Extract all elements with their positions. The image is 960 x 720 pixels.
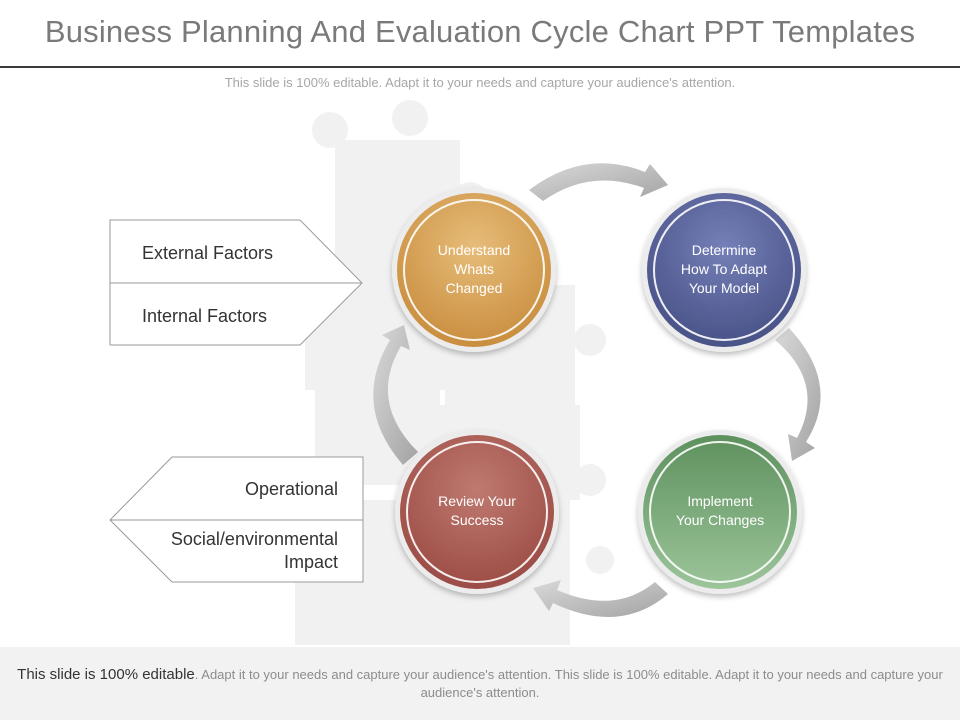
social-environmental-label: Social/environmental Impact — [171, 528, 338, 574]
page-subtitle: This slide is 100% editable. Adapt it to… — [224, 75, 736, 90]
arrow-left — [373, 325, 418, 465]
operational-label: Operational — [244, 479, 338, 499]
step-text-line: Your Model — [688, 280, 760, 296]
page-title: Business Planning And Evaluation Cycle C… — [44, 14, 916, 49]
social-environmental-line-2: Impact — [283, 552, 338, 572]
step-text-line: How To Adapt — [680, 261, 768, 277]
step-text-line: Determine — [691, 242, 757, 258]
step-circle-review — [395, 430, 559, 594]
internal-factors-label: Internal Factors — [142, 306, 268, 326]
step-circle-implement — [638, 430, 802, 594]
cycle-arrows — [373, 163, 821, 618]
footer-text: This slide is 100% editable. Adapt it to… — [10, 666, 950, 702]
step-text-review: Review Your Success — [422, 492, 532, 530]
step-text-line: Review Your — [438, 493, 516, 509]
step-text-line: Understand — [437, 242, 511, 258]
arrow-bottom — [533, 580, 668, 618]
step-text-understand: Understand Whats Changed — [419, 241, 529, 298]
step-text-line: Success — [450, 512, 504, 528]
title-divider — [0, 66, 960, 68]
step-text-line: Your Changes — [675, 512, 765, 528]
step-text-line: Changed — [445, 280, 503, 296]
step-text-implement: Implement Your Changes — [665, 492, 775, 530]
footer-rest: . Adapt it to your needs and capture you… — [194, 667, 943, 700]
footer-lead: This slide is 100% editable — [17, 666, 195, 683]
footer-bar: This slide is 100% editable. Adapt it to… — [0, 647, 960, 720]
social-environmental-line-1: Social/environmental — [170, 529, 338, 549]
step-circle-understand — [392, 188, 556, 352]
step-text-line: Whats — [454, 261, 494, 277]
step-text-determine: Determine How To Adapt Your Model — [669, 241, 779, 298]
external-factors-label: External Factors — [142, 243, 274, 263]
arrow-top — [529, 163, 668, 201]
step-circle-determine — [642, 188, 806, 352]
arrow-right — [775, 328, 821, 461]
step-text-line: Implement — [687, 493, 753, 509]
